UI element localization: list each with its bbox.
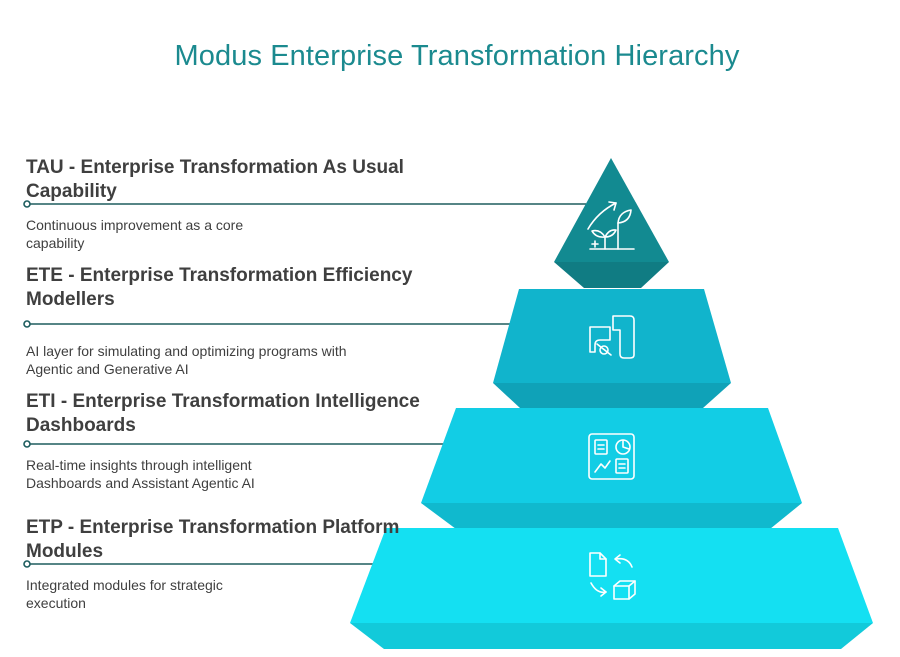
tier-heading-etp: ETP - Enterprise Transformation Platform… [26,517,400,562]
modelling-pipes-icon [589,315,635,359]
tier-description-etp: Integrated modules for strategic executi… [26,577,223,611]
tier-description-eti: Real-time insights through intelligent D… [26,457,255,491]
tier-heading-tau: TAU - Enterprise Transformation As Usual… [26,157,404,202]
tier-description-ete: AI layer for simulating and optimizing p… [26,343,347,377]
tier-heading-ete: ETE - Enterprise Transformation Efficien… [26,265,413,310]
pyramid-tier-eti [421,408,802,529]
pyramid-tier-etp [350,528,873,649]
dashboard-icon [588,433,635,480]
connector-dot-ete [23,320,31,328]
connector-lines [23,200,586,568]
connector-dot-etp [23,560,31,568]
tier-description-tau: Continuous improvement as a core capabil… [26,217,244,251]
diagram-title: Modus Enterprise Transformation Hierarch… [174,40,740,72]
growth-plant-icon [587,201,635,250]
pyramid-tier-tau [554,158,669,288]
connector-dot-tau [23,200,31,208]
pyramid-tier-ete [493,289,731,408]
modules-icon [589,552,636,600]
connector-dot-eti [23,440,31,448]
tier-heading-eti: ETI - Enterprise Transformation Intellig… [26,391,420,436]
